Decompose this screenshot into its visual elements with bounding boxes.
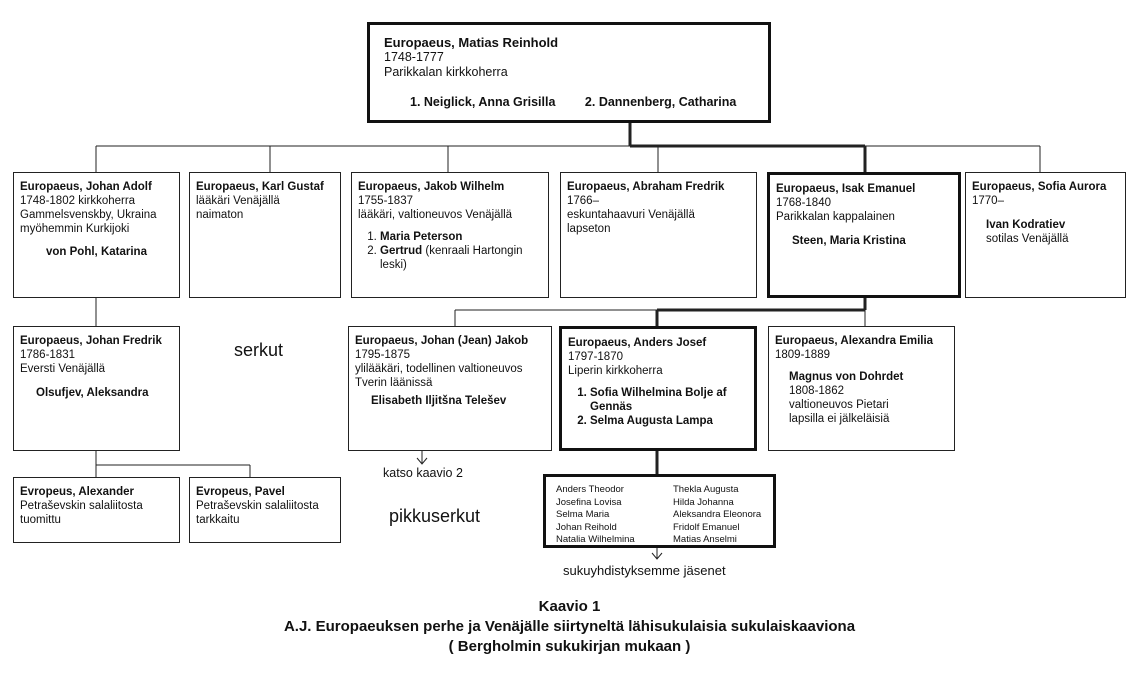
spouse-note: (kenraali Hartongin leski) <box>380 245 523 271</box>
child-entry: Natalia Wilhelmina <box>556 534 635 545</box>
pikkuserkut-label: pikkuserkut <box>389 506 481 526</box>
child-spouse: von Pohl, Katarina <box>46 246 147 258</box>
child-line: naimaton <box>196 209 244 221</box>
great-pavel-box: Evropeus, Pavel Petraševskin salaliitost… <box>189 477 341 543</box>
caption-subtitle: A.J. Europaeuksen perhe ja Venäjälle sii… <box>283 618 856 635</box>
child-line: 1748-1802 kirkkoherra <box>20 195 136 207</box>
great-line: tuomittu <box>20 514 61 526</box>
child-name: Europaeus, Johan Adolf <box>20 181 152 193</box>
spouse-item: Gertrud (kenraali Hartongin leski) <box>380 244 542 272</box>
child-line: myöhemmin Kurkijoki <box>20 223 130 235</box>
child-jakob-wilhelm-box: Europaeus, Jakob Wilhelm 1755-1837 lääkä… <box>351 172 549 298</box>
grandchild-johan-jakob-box: Europaeus, Johan (Jean) Jakob 1795-1875 … <box>348 326 552 451</box>
grandchild-spouse: Magnus von Dohrdet <box>789 371 904 383</box>
root-spouse-2: 2. Dannenberg, Catharina <box>584 95 737 109</box>
grandchild-name: Europaeus, Johan Fredrik <box>20 335 162 347</box>
child-spouse: Ivan Kodratiev <box>986 219 1066 231</box>
child-entry: Johan Reihold <box>556 521 617 533</box>
child-karl-gustaf-box: Europaeus, Karl Gustaf lääkäri Venäjällä… <box>189 172 341 298</box>
grandchild-line: Liperin kirkkoherra <box>568 365 663 377</box>
grandchild-line: ylilääkäri, todellinen valtioneuvos <box>355 363 523 375</box>
spouse-item: Selma Augusta Lampa <box>590 414 748 428</box>
child-line: lapseton <box>567 223 611 235</box>
child-line: 1770– <box>972 195 1004 207</box>
caption-title: Kaavio 1 <box>538 598 601 615</box>
spouse-item: Sofia Wilhelmina Bolje af Gennäs <box>590 386 748 414</box>
child-entry: Matias Anselmi <box>673 534 737 545</box>
child-line: 1755-1837 <box>358 195 413 207</box>
child-johan-adolf-box: Europaeus, Johan Adolf 1748-1802 kirkkoh… <box>13 172 180 298</box>
serkut-label: serkut <box>234 340 284 360</box>
grandchild-name: Europaeus, Anders Josef <box>568 337 707 349</box>
grandchild-anders-josef-box: Europaeus, Anders Josef 1797-1870 Liperi… <box>559 326 757 451</box>
child-line: Parikkalan kappalainen <box>776 211 895 223</box>
see-chart-2-label: katso kaavio 2 <box>383 466 463 480</box>
root-years: 1748-1777 <box>384 50 444 64</box>
child-spouse-line: sotilas Venäjällä <box>986 233 1069 245</box>
grandchild-line: 1786-1831 <box>20 349 75 361</box>
child-line: 1766– <box>567 195 599 207</box>
grandchild-line: Tverin läänissä <box>355 377 433 389</box>
child-spouse-list: Maria Peterson Gertrud (kenraali Hartong… <box>358 230 542 272</box>
grandchild-line: 1795-1875 <box>355 349 410 361</box>
grandchild-spouse-list: Sofia Wilhelmina Bolje af Gennäs Selma A… <box>568 386 748 428</box>
child-line: 1768-1840 <box>776 197 831 209</box>
child-entry: Aleksandra Eleonora <box>673 509 762 520</box>
anders-children-box: Anders Theodor Josefina Lovisa Selma Mar… <box>543 474 776 548</box>
child-name: Europaeus, Sofia Aurora <box>972 181 1107 193</box>
child-line: eskuntahaavuri Venäjällä <box>567 209 695 221</box>
grandchild-alexandra-emilia-box: Europaeus, Alexandra Emilia 1809-1889 Ma… <box>768 326 955 451</box>
caption-source: ( Bergholmin sukukirjan mukaan ) <box>448 638 691 655</box>
grandchild-johan-fredrik-box: Europaeus, Johan Fredrik 1786-1831 Evers… <box>13 326 180 451</box>
child-entry: Thekla Augusta <box>673 484 739 495</box>
child-spouse: Steen, Maria Kristina <box>792 235 906 247</box>
child-name: Europaeus, Karl Gustaf <box>196 181 324 193</box>
child-entry: Selma Maria <box>556 509 610 520</box>
grandchild-spouse: Elisabeth Iljitšna Telešev <box>371 395 507 407</box>
grandchild-spouse: Olsufjev, Aleksandra <box>36 387 149 399</box>
spouse-item: Maria Peterson <box>380 230 542 244</box>
child-isak-emanuel-box: Europaeus, Isak Emanuel 1768-1840 Parikk… <box>767 172 961 298</box>
child-entry: Anders Theodor <box>556 484 624 495</box>
spouse-name: Gertrud <box>380 245 423 257</box>
child-line: lääkäri, valtioneuvos Venäjällä <box>358 209 513 221</box>
spouse-name: Maria Peterson <box>380 231 463 243</box>
great-line: Petraševskin salaliitosta <box>20 500 143 512</box>
great-line: tarkkaitu <box>196 514 240 526</box>
grandchild-name: Europaeus, Alexandra Emilia <box>775 335 934 347</box>
child-name: Europaeus, Jakob Wilhelm <box>358 181 505 193</box>
grandchild-line: 1809-1889 <box>775 349 830 361</box>
grandchild-line: 1797-1870 <box>568 351 623 363</box>
child-entry: Josefina Lovisa <box>556 496 622 508</box>
members-label: sukuyhdistyksemme jäsenet <box>563 563 726 578</box>
child-name: Europaeus, Isak Emanuel <box>776 183 916 195</box>
child-sofia-aurora-box: Europaeus, Sofia Aurora 1770– Ivan Kodra… <box>965 172 1126 298</box>
child-entry: Fridolf Emanuel <box>673 521 740 533</box>
child-entry: Hilda Johanna <box>673 496 734 508</box>
children-column-right: Thekla Augusta Hilda Johanna Aleksandra … <box>673 484 761 547</box>
great-name: Evropeus, Alexander <box>20 486 134 498</box>
grandchild-line: Eversti Venäjällä <box>20 363 106 375</box>
child-line: lääkäri Venäjällä <box>196 195 280 207</box>
grandchild-spouse-line: lapsilla ei jälkeläisiä <box>789 413 890 425</box>
children-column-left: Anders Theodor Josefina Lovisa Selma Mar… <box>556 484 635 547</box>
root-person-box: Europaeus, Matias Reinhold 1748-1777 Par… <box>367 22 771 123</box>
grandchild-spouse-line: 1808-1862 <box>789 385 844 397</box>
great-line: Petraševskin salaliitosta <box>196 500 319 512</box>
child-name: Europaeus, Abraham Fredrik <box>567 181 725 193</box>
root-role: Parikkalan kirkkoherra <box>384 65 508 79</box>
child-line: Gammelsvenskby, Ukraina <box>20 209 157 221</box>
grandchild-spouse-line: valtioneuvos Pietari <box>789 399 889 411</box>
great-alexander-box: Evropeus, Alexander Petraševskin salalii… <box>13 477 180 543</box>
root-spouse-1: 1. Neiglick, Anna Grisilla <box>410 95 556 109</box>
child-abraham-fredrik-box: Europaeus, Abraham Fredrik 1766– eskunta… <box>560 172 757 298</box>
grandchild-name: Europaeus, Johan (Jean) Jakob <box>355 335 529 347</box>
root-spouses: 1. Neiglick, Anna Grisilla 2. Dannenberg… <box>410 95 762 110</box>
root-name: Europaeus, Matias Reinhold <box>384 35 559 50</box>
great-name: Evropeus, Pavel <box>196 486 285 498</box>
